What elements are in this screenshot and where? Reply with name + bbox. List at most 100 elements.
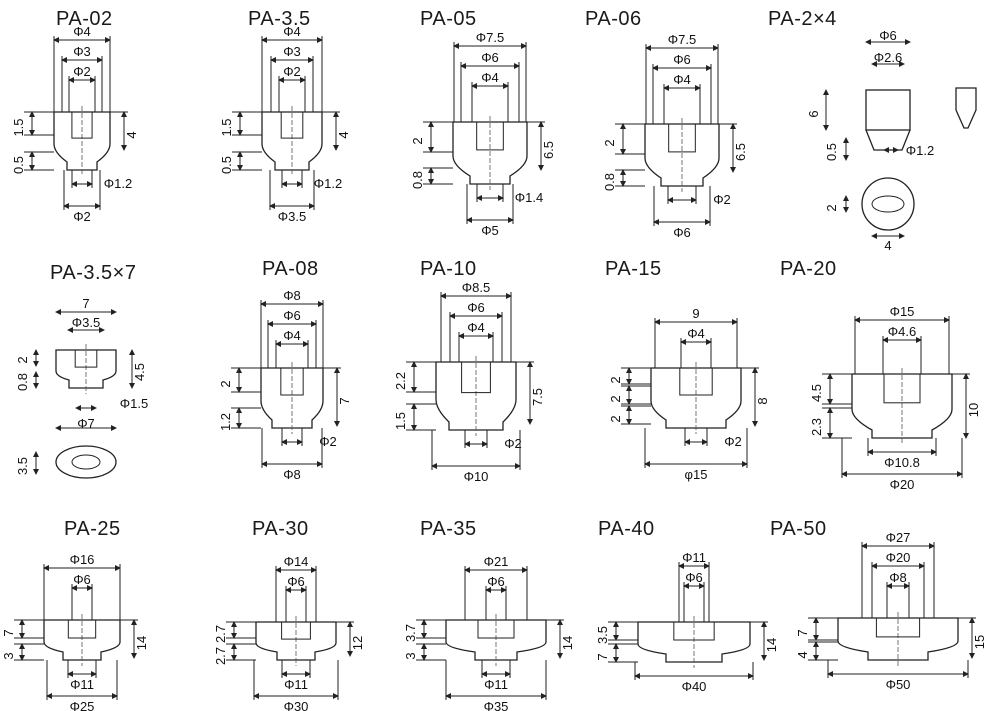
dimension-label: Φ16	[70, 552, 95, 567]
part-title: PA-02	[56, 8, 113, 30]
dimension-label: Φ6	[673, 52, 691, 67]
slot-opening	[71, 454, 101, 470]
part-title: PA-30	[252, 518, 309, 540]
dimension-label: 2.7	[213, 625, 228, 643]
dimension-label: Φ7	[77, 416, 95, 431]
dimension-label: 1.5	[11, 118, 26, 136]
dimension-label: 3.5	[15, 457, 30, 475]
dimension-label: 3.7	[403, 624, 418, 642]
dimension-label: Φ27	[886, 530, 911, 545]
dimension-label: Φ20	[886, 550, 911, 565]
dimension-label: 2	[608, 395, 623, 402]
dimension-label: Φ5	[481, 223, 499, 238]
part-title: PA-08	[262, 258, 319, 280]
part-title: PA-2×4	[768, 8, 837, 30]
dimension-label: 3.5	[595, 626, 610, 644]
dimension-label: Φ8	[283, 467, 301, 482]
dimension-label: Φ6	[481, 50, 499, 65]
dimension-label: 4.5	[809, 384, 824, 402]
dimension-label: 2	[15, 356, 30, 363]
dimension-label: 0.5	[219, 156, 234, 174]
part-title: PA-10	[420, 258, 477, 280]
dimension-label: 3	[1, 652, 16, 659]
dimension-label: 14	[134, 636, 149, 650]
dimension-label: Φ15	[890, 304, 915, 319]
dimension-label: 4	[884, 238, 891, 253]
dimension-label: 2.7	[213, 647, 228, 665]
cup-outline	[865, 129, 911, 151]
dimension-label: 8	[755, 397, 770, 404]
dimension-label: 3	[403, 652, 418, 659]
part-title: PA-40	[598, 518, 655, 540]
dimension-label: 2	[602, 139, 617, 146]
dimension-label: 1.2	[218, 413, 233, 431]
dimension-label: Φ8	[889, 570, 907, 585]
dimension-label: Φ2	[724, 434, 742, 449]
inner-bore	[476, 121, 504, 151]
inner-bore	[461, 361, 491, 394]
dimension-label: Φ8.5	[462, 280, 490, 295]
part-title: PA-3.5	[248, 8, 311, 30]
dimension-label: 2.2	[393, 372, 408, 390]
dimension-label: Φ2	[504, 436, 522, 451]
dimension-label: Φ1.2	[906, 143, 934, 158]
dimension-label: 0.5	[11, 156, 26, 174]
dimension-label: Φ30	[284, 699, 309, 711]
dimension-label: 4	[336, 131, 351, 138]
part-title: PA-05	[420, 8, 477, 30]
dimension-label: Φ6	[685, 570, 703, 585]
cup-outline	[435, 361, 517, 431]
part-title: PA-50	[770, 518, 827, 540]
dimension-label: 7	[795, 629, 810, 636]
top-view-oval	[55, 445, 117, 479]
inner-bore	[71, 111, 93, 139]
dimension-label: Φ50	[886, 677, 911, 692]
inner-bore	[280, 367, 304, 396]
dimension-label: 7.5	[530, 388, 545, 406]
dimension-label: 0.5	[824, 143, 839, 161]
dimension-label: 14	[560, 636, 575, 650]
dimension-label: 0.8	[410, 171, 425, 189]
cup-outline	[644, 123, 720, 187]
cup-outline	[255, 621, 337, 661]
dimension-label: 4	[795, 651, 810, 658]
part-title: PA-15	[605, 258, 662, 280]
dimension-label: 2	[824, 204, 839, 211]
dimension-label: Φ11	[682, 550, 706, 565]
dimension-label: Φ14	[284, 554, 309, 569]
dimension-label: Φ4	[687, 326, 705, 341]
dimension-label: Φ7.5	[668, 32, 696, 47]
cup-outline	[55, 349, 117, 389]
dimension-label: Φ1.2	[314, 176, 342, 191]
dimension-label: 2	[218, 380, 233, 387]
dimension-label: Φ6	[879, 28, 897, 43]
dimension-label: Φ2	[319, 434, 337, 449]
dimension-label: Φ2	[283, 64, 301, 79]
slot-opening	[871, 195, 905, 213]
dimension-label: Φ3.5	[278, 209, 306, 224]
dimension-label: Φ2	[713, 192, 731, 207]
dimension-label: 1.5	[393, 412, 408, 430]
dimension-label: Φ2.6	[874, 50, 902, 65]
part-title: PA-35	[420, 518, 477, 540]
inner-bore	[883, 373, 921, 404]
dimension-label: Φ6	[487, 574, 505, 589]
dimension-label: 6.5	[733, 143, 748, 161]
dimension-label: Φ2	[73, 64, 91, 79]
inner-bore	[74, 349, 98, 368]
dimension-label: 7	[595, 653, 610, 660]
dimension-label: 2	[410, 137, 425, 144]
dimension-label: φ15	[685, 467, 708, 482]
dimension-label: 14	[764, 638, 779, 652]
part-title: PA-25	[64, 518, 121, 540]
dimension-label: 6.5	[541, 141, 556, 159]
inner-bore	[679, 367, 713, 396]
